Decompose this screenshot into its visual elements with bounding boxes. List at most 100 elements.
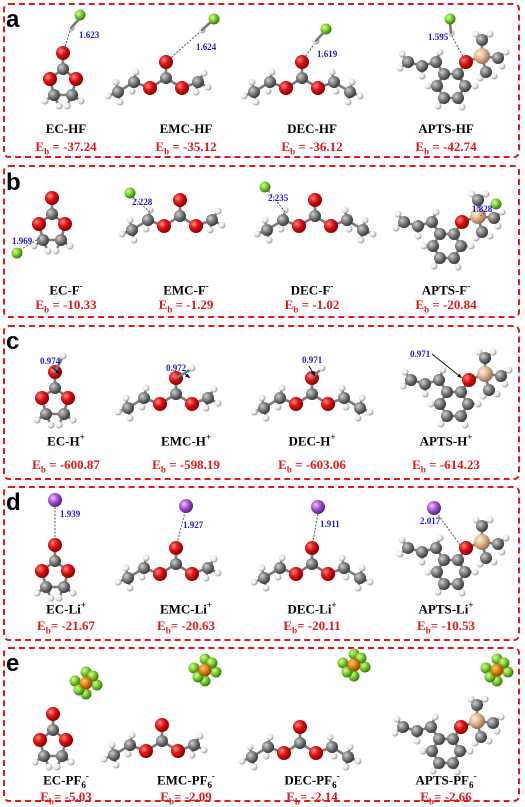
atom-c — [338, 562, 350, 574]
atom-c — [38, 750, 50, 762]
atom-h — [138, 403, 146, 411]
atom-h — [399, 382, 407, 390]
atom-o — [69, 72, 83, 86]
panel-b — [3, 165, 520, 318]
atom-f — [124, 187, 136, 199]
atom-h — [124, 750, 132, 758]
bond-distance: 0.974 — [40, 356, 61, 366]
atom-h — [420, 242, 428, 250]
atom-h — [354, 414, 362, 422]
binding-energy: Eb = -598.19 — [152, 457, 220, 475]
atom-h — [274, 573, 282, 581]
atom-h — [112, 78, 120, 86]
molecule-name: APTS-PF6- — [415, 771, 477, 790]
atom-h — [401, 368, 409, 376]
atom-o — [173, 193, 187, 207]
atom-c — [46, 208, 58, 220]
binding-energy: Eb= -20.63 — [157, 618, 215, 636]
atom-c — [112, 86, 124, 98]
bond-distance: 1.927 — [183, 520, 204, 530]
atom-h — [414, 232, 422, 240]
atom-o — [324, 219, 338, 233]
atom-h — [126, 414, 134, 422]
atom-h — [114, 408, 122, 416]
atom-h — [206, 226, 214, 234]
atom-o — [61, 391, 75, 405]
atom-f — [259, 181, 271, 193]
atom-h — [218, 221, 226, 229]
atom-o — [35, 564, 49, 578]
atom-c — [438, 578, 450, 590]
pointer-arrow — [431, 353, 463, 379]
atom-o — [321, 397, 335, 411]
atom-o — [185, 397, 199, 411]
atom-c — [354, 402, 366, 414]
molecule-name: DEC-H+ — [288, 432, 336, 449]
atom-c — [462, 398, 474, 410]
atom-f — [69, 675, 81, 687]
atom-h — [429, 767, 437, 775]
atom-c — [459, 80, 471, 92]
atom-h — [466, 747, 474, 755]
panel-label-a: a — [6, 6, 20, 33]
atom-o — [277, 746, 291, 760]
atom-h — [458, 589, 466, 597]
binding-energy: Eb = -600.87 — [32, 457, 100, 475]
atom-c — [188, 739, 200, 751]
atom-c — [433, 733, 445, 745]
atom-h — [490, 558, 498, 566]
interaction-line — [175, 511, 186, 548]
atom-h — [486, 516, 494, 524]
molecule-name: APTS-HF — [418, 121, 474, 136]
atom-h — [53, 763, 61, 771]
atom-c — [306, 388, 318, 400]
atom-h — [253, 230, 261, 238]
atom-o — [169, 541, 183, 555]
atom-o — [157, 219, 171, 233]
atom-h — [342, 573, 350, 581]
atom-h — [264, 87, 272, 95]
atom-f — [188, 662, 200, 674]
atom-o — [61, 564, 75, 578]
atom-h — [278, 554, 286, 562]
molecule-name: EC-H+ — [47, 432, 85, 449]
atom-si — [474, 534, 490, 550]
atom-f — [210, 666, 222, 678]
atom-h — [116, 98, 124, 106]
atom-h — [338, 384, 346, 392]
bond-distance: 1.969 — [12, 236, 33, 246]
atom-c — [357, 224, 369, 236]
atom-h — [118, 230, 126, 238]
atom-o — [59, 733, 73, 747]
atom-c — [430, 56, 442, 68]
atom-c — [402, 56, 414, 68]
atom-c — [138, 562, 150, 574]
panel-label-b: b — [6, 169, 21, 196]
atom-h — [332, 87, 340, 95]
atom-h — [398, 536, 406, 544]
bond-distance: 0.972 — [166, 363, 187, 373]
atom-h — [55, 421, 63, 429]
atom-h — [210, 555, 218, 563]
binding-energy: Eb= -2.14 — [286, 789, 338, 807]
atom-h — [502, 48, 510, 56]
interaction-line — [311, 512, 319, 548]
atom-h — [498, 208, 506, 216]
atom-c — [476, 520, 488, 532]
atom-c — [47, 724, 59, 736]
atom-c — [202, 562, 214, 574]
atom-o — [155, 718, 169, 732]
atom-h — [493, 727, 501, 735]
bond — [310, 368, 322, 380]
atom-h — [358, 564, 366, 572]
atom-h — [454, 263, 462, 271]
atom-h — [214, 399, 222, 407]
atom-h — [202, 574, 210, 582]
atom-h — [55, 594, 63, 602]
arrow-head — [457, 373, 462, 378]
atom-h — [432, 208, 440, 216]
atom-p — [490, 663, 504, 677]
molecule-name: APTS-H+ — [419, 432, 473, 449]
atom-h — [467, 695, 475, 703]
atom-o — [289, 567, 303, 581]
